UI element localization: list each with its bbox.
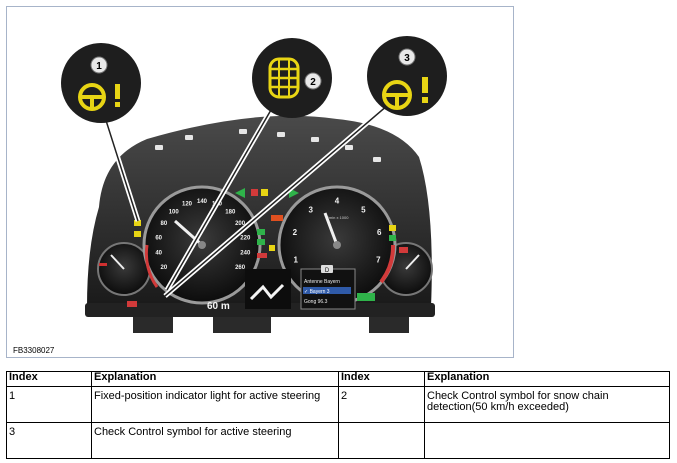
- callout-3: 3: [367, 36, 447, 116]
- cell-index: 3: [6, 422, 92, 459]
- callout-2: 2: [252, 38, 332, 118]
- steering-check-control-icon: [382, 77, 428, 110]
- cell-explanation: Check Control symbol for active steering: [91, 422, 339, 459]
- tick-label: 100: [169, 209, 180, 215]
- steering-indicator-light-icon: [134, 220, 141, 226]
- cell-index: 1: [6, 386, 92, 423]
- tacho-tick-labels: 1 2 3 4 5 6 7: [293, 197, 382, 265]
- header-index-1: Index: [6, 371, 92, 387]
- fuel-gauge: [97, 242, 151, 296]
- radio-item-3: Gong 96.3: [304, 299, 328, 305]
- tick-label: 40: [155, 251, 162, 257]
- figure-id: FB3308027: [13, 346, 55, 355]
- callout-number: 1: [96, 61, 102, 72]
- callout-1: 1: [61, 43, 141, 123]
- cell-explanation: [424, 422, 670, 459]
- gear-indicator: D: [325, 268, 330, 274]
- tick-label: 3: [308, 205, 313, 214]
- turn-left-arrow-icon: [235, 188, 245, 198]
- explanation-table: Index Explanation Index Explanation 1 Fi…: [6, 371, 670, 459]
- cell-explanation: Check Control symbol for snow chain dete…: [424, 386, 670, 423]
- table-header-row: Index Explanation Index Explanation: [6, 371, 670, 387]
- radio-item-1: Antenne Bayern: [304, 279, 340, 285]
- tick-label: 180: [225, 209, 236, 215]
- tick-label: 20: [161, 265, 168, 271]
- tick-label: 2: [293, 228, 298, 237]
- tick-label: 260: [235, 265, 246, 271]
- header-explanation-2: Explanation: [424, 371, 670, 387]
- callout-number: 2: [310, 77, 316, 88]
- tick-label: 200: [235, 221, 246, 227]
- distance-readout: 60 m: [207, 301, 230, 312]
- header-explanation-1: Explanation: [91, 371, 339, 387]
- tick-label: 60: [155, 235, 162, 241]
- tick-label: 240: [240, 251, 251, 257]
- central-display: 60 m D Antenne Bayern ✓ Bayern 3 Gong 96…: [207, 265, 356, 312]
- table-row: 1 Fixed-position indicator light for act…: [6, 386, 670, 423]
- radio-item-2: ✓ Bayern 3: [304, 289, 330, 295]
- tick-label: 140: [197, 199, 208, 205]
- tick-label: 7: [376, 256, 381, 265]
- snow-chain-icon: [268, 57, 300, 99]
- cell-index: [338, 422, 425, 459]
- steering-wheel-warning-icon: [78, 83, 120, 111]
- tick-label: 5: [361, 205, 366, 214]
- cell-explanation: Fixed-position indicator light for activ…: [91, 386, 339, 423]
- header-index-2: Index: [338, 371, 425, 387]
- tick-label: 220: [240, 235, 251, 241]
- tick-label: 6: [377, 228, 382, 237]
- callout-number: 3: [404, 53, 410, 64]
- tick-label: 120: [182, 202, 193, 208]
- tacho-unit: 1/min x 1000: [326, 215, 350, 220]
- tick-label: 80: [161, 221, 168, 227]
- centre-indicators: [127, 188, 408, 307]
- cell-index: 2: [338, 386, 425, 423]
- road-curve-icon: [249, 283, 285, 301]
- tick-label: 4: [335, 197, 340, 206]
- tick-label: 1: [293, 256, 298, 265]
- table-row: 3 Check Control symbol for active steeri…: [6, 422, 670, 459]
